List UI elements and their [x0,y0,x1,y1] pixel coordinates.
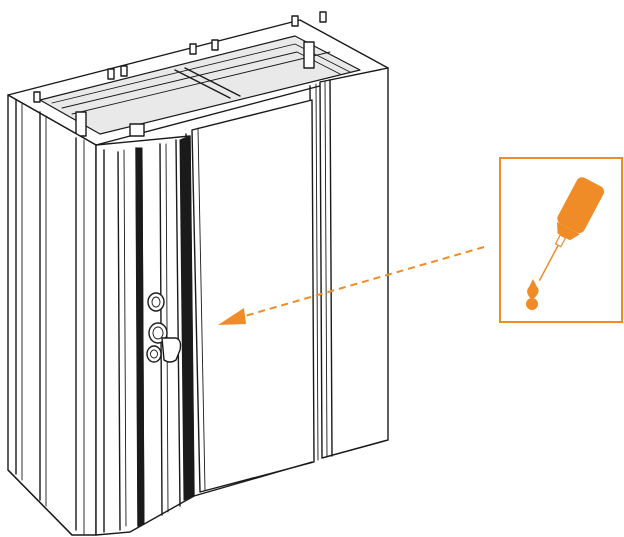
left-jamb [7,94,97,536]
door-panel [185,99,315,495]
lock-screw-bottom [146,345,162,363]
oil-bottle-callout [499,157,623,323]
lock-thumb-turn [161,337,182,363]
dashed-arrow [218,246,485,325]
interlock-dark-strip-2 [135,147,145,527]
lock-hardware [146,292,182,363]
top-divider-2 [184,67,241,97]
top-post-left [75,111,87,137]
arrow-head [218,308,246,325]
lock-screw-top [147,292,165,312]
right-jamb [309,67,389,463]
top-frame [7,11,389,146]
left-jamb-face [7,94,97,536]
top-post-right [303,41,315,69]
top-rail-2 [61,51,341,109]
top-rail-1 [51,43,351,104]
arrow-shaft [237,246,485,319]
interlock-stile [95,135,195,536]
oil-drop-icon [527,279,539,300]
top-studs [33,11,327,103]
bottom-edge [7,439,389,536]
oil-bottle-icon [538,177,604,281]
top-post-mid [129,123,145,137]
door-panel-face [191,99,315,493]
oil-drop-large [526,298,538,310]
top-divider [174,69,231,99]
